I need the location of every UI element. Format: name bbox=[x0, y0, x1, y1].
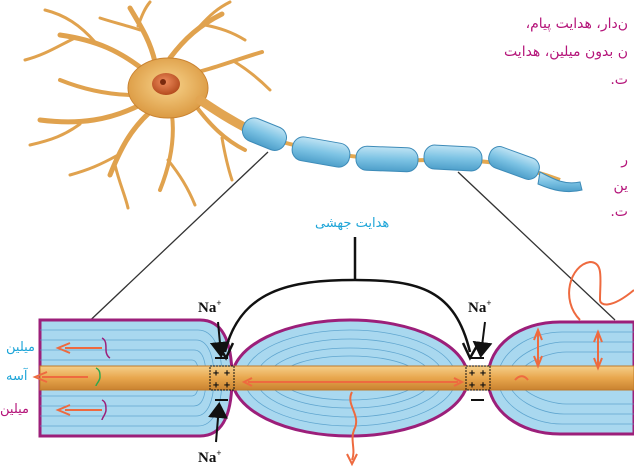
axon-label: آسه bbox=[6, 369, 27, 384]
axon bbox=[40, 366, 634, 390]
upper-axon bbox=[239, 115, 582, 192]
svg-text:+: + bbox=[480, 368, 486, 379]
myelin-label-bottom: میلین bbox=[0, 402, 29, 417]
saltatory-label: هدایت جهشی bbox=[315, 216, 389, 231]
svg-text:+: + bbox=[469, 368, 475, 379]
svg-text:+: + bbox=[224, 368, 230, 379]
paragraph-line-3: ت. bbox=[610, 72, 628, 88]
na-label-bottom: Na+ bbox=[198, 448, 221, 467]
svg-text:+: + bbox=[480, 380, 486, 391]
na-label-top-left: Na+ bbox=[198, 298, 221, 317]
paragraph-line-5: ین bbox=[613, 178, 628, 194]
paragraph-line-2: ن بدون میلین، هدایت bbox=[504, 44, 628, 60]
svg-text:+: + bbox=[213, 380, 219, 391]
paragraph-line-1: ن‌دار، هدایت پیام، bbox=[526, 16, 628, 32]
svg-text:+: + bbox=[469, 380, 475, 391]
axon-hillock bbox=[200, 100, 250, 130]
paragraph-line-4: ر bbox=[621, 152, 628, 168]
zoom-line-left bbox=[80, 152, 268, 330]
na-label-top-right: Na+ bbox=[468, 298, 491, 317]
myelin-label-top: میلین bbox=[6, 340, 35, 355]
svg-text:+: + bbox=[224, 380, 230, 391]
na-arrow-top-right bbox=[481, 322, 485, 354]
paragraph-line-6: ت. bbox=[610, 204, 628, 220]
neuron-nucleus bbox=[152, 73, 180, 95]
svg-text:+: + bbox=[213, 368, 219, 379]
